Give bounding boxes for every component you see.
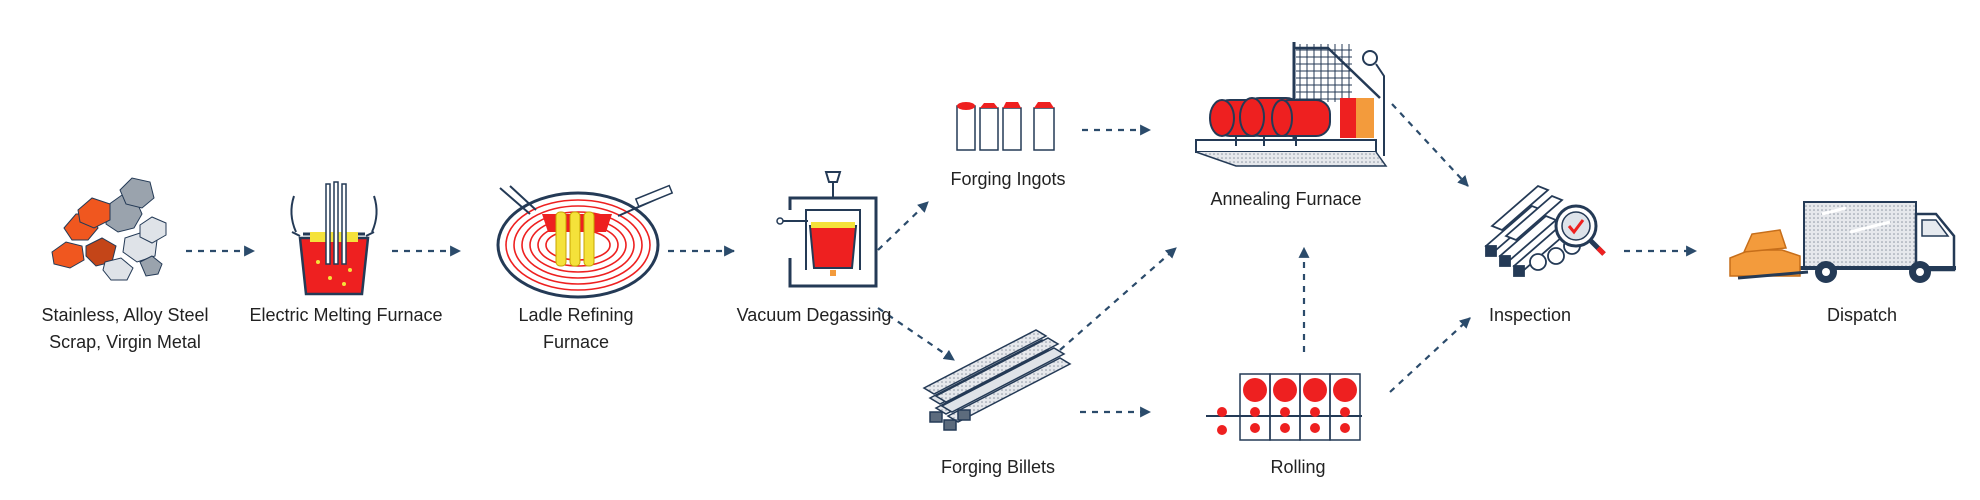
- stage-label-electric-melting-furnace: Electric Melting Furnace: [249, 305, 443, 325]
- arrow-billets-to-anneal: [1059, 247, 1177, 351]
- scrap-metal-icon: [51, 177, 167, 281]
- ladle-refining-furnace-icon: [496, 184, 674, 299]
- arrow-vd-to-ingots: [877, 201, 929, 251]
- stage-label-ladle-refining-furnace: Ladle Refining Furnace: [518, 305, 634, 352]
- stage-label-dispatch: Dispatch: [1826, 305, 1898, 325]
- forging-billets-icon: [922, 329, 1072, 431]
- stage-label-vacuum-degassing: Vacuum Degassing: [736, 305, 892, 325]
- electric-melting-furnace-icon: [290, 181, 378, 296]
- forging-ingots-icon: [956, 102, 1055, 151]
- arrow-rolling-to-inspection: [1389, 317, 1471, 393]
- stage-label-inspection: Inspection: [1488, 305, 1572, 325]
- arrow-vd-to-billets: [877, 307, 955, 361]
- stage-label-annealing-furnace: Annealing Furnace: [1210, 189, 1362, 209]
- annealing-furnace-icon: [1195, 42, 1388, 167]
- dispatch-truck-icon: [1729, 201, 1956, 283]
- inspection-icon: [1484, 184, 1606, 277]
- rolling-icon: [1206, 373, 1362, 441]
- stage-label-forging-billets: Forging Billets: [940, 457, 1056, 477]
- flow-arrows: [186, 103, 1698, 418]
- stage-label-scrap: Stainless, Alloy Steel Scrap, Virgin Met…: [41, 305, 209, 352]
- stage-label-rolling: Rolling: [1270, 457, 1326, 477]
- arrow-anneal-to-inspection: [1391, 103, 1469, 187]
- vacuum-degassing-icon: [776, 171, 878, 288]
- stage-label-forging-ingots: Forging Ingots: [950, 169, 1066, 189]
